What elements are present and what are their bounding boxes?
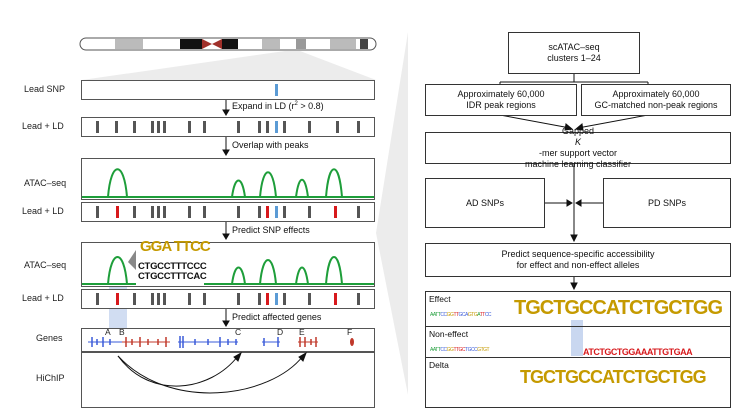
gene-label-d: D <box>277 327 284 337</box>
lead-snp-track <box>81 80 375 100</box>
logo-label-delta: Delta <box>429 360 449 370</box>
motif-seq-noneffect: CTGCCTTTCAC <box>138 271 207 282</box>
logo-label-effect: Effect <box>429 294 451 304</box>
lead-ld-track-3 <box>81 289 375 309</box>
zoom-wedge <box>376 32 408 395</box>
logo-noneffect-sequence: ATCTGCTGGAAATTGTGAA <box>583 347 693 357</box>
box-pd-snps: PD SNPs <box>603 178 731 228</box>
row-label-lead-ld-1: Lead + LD <box>22 121 64 131</box>
logo-highlight <box>571 320 583 356</box>
gene-label-e: E <box>299 327 305 337</box>
row-label-lead-ld-2: Lead + LD <box>22 206 64 216</box>
row-label-lead-ld-3: Lead + LD <box>22 293 64 303</box>
motif-seq-effect: CTGCCTTTCCC <box>138 261 207 272</box>
box-ad-snps: AD SNPs <box>425 178 545 228</box>
hichip-track <box>81 352 375 408</box>
gene-label-c: C <box>235 327 242 337</box>
atac-track-2 <box>81 242 375 287</box>
atac-track-1 <box>81 158 375 200</box>
row-label-hichip: HiChIP <box>36 373 65 383</box>
lead-ld-track-1 <box>81 117 375 137</box>
lead-ld-track-2 <box>81 202 375 222</box>
gene-label-f: F <box>347 327 353 337</box>
box-gkm-svm: Gapped K-mer support vector machine lear… <box>425 126 731 169</box>
genes-track <box>81 328 375 352</box>
row-label-genes: Genes <box>36 333 63 343</box>
step-predict-snp-effects: Predict SNP effects <box>232 225 310 235</box>
logo-effect-background: AATTCCGGTTGCAGTGATTCC <box>430 312 492 318</box>
motif-logo-letters: GGA TTCC <box>140 238 211 255</box>
row-label-atac-1: ATAC–seq <box>24 178 67 188</box>
gene-label-b: B <box>119 327 125 337</box>
step-overlap-peaks: Overlap with peaks <box>232 140 309 150</box>
chromosome-ideogram <box>79 37 377 80</box>
logo-divider-2 <box>426 357 730 358</box>
logo-divider-1 <box>426 326 730 327</box>
row-label-atac-2: ATAC–seq <box>24 260 67 270</box>
logo-label-noneffect: Non-effect <box>429 329 469 339</box>
logo-noneffect-background: AATTCCGGTTGCTGCCGTGT <box>430 347 490 353</box>
step-predict-genes: Predict affected genes <box>232 312 322 322</box>
gene-label-a: A <box>105 327 111 337</box>
step-expand-ld: Expand in LD (r2 > 0.8) <box>232 101 324 111</box>
logo-effect-sequence: TGCTGCCATCTGCTGG <box>514 297 723 319</box>
logo-delta-sequence: TGCTGCCATCTGCTGG <box>520 367 707 387</box>
row-label-lead-snp: Lead SNP <box>24 84 66 94</box>
